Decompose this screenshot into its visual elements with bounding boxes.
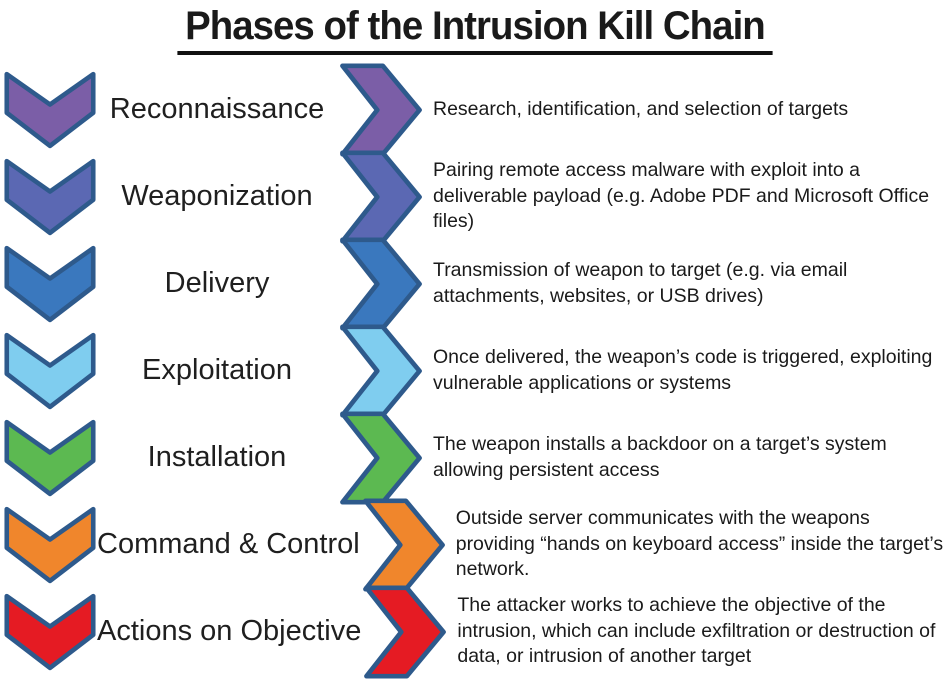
phase-row-installation: Installation The weapon installs a backd… [0, 410, 950, 505]
phase-row-delivery: Delivery Transmission of weapon to targe… [0, 236, 950, 331]
phase-description: The weapon installs a backdoor on a targ… [433, 432, 887, 481]
down-chevron-icon [0, 245, 97, 323]
phase-description: Transmission of weapon to target (e.g. v… [433, 258, 848, 307]
phase-row-actions-on-objective: Actions on Objective The attacker works … [0, 584, 950, 679]
right-chevron-icon [361, 584, 449, 679]
phase-name: Exploitation [142, 354, 292, 387]
down-chevron-icon [0, 158, 97, 236]
title-area: Phases of the Intrusion Kill Chain [0, 0, 950, 66]
phase-description: The attacker works to achieve the object… [457, 593, 936, 668]
down-chevron-icon [0, 332, 97, 410]
phase-description: Once delivered, the weapon’s code is tri… [433, 345, 933, 394]
phase-description: Research, identification, and selection … [433, 97, 849, 120]
phase-description: Pairing remote access malware with explo… [433, 158, 930, 233]
phase-description: Outside server communicates with the wea… [455, 506, 944, 581]
right-chevron-icon [337, 410, 425, 505]
phase-list: Reconnaissance Research, identification,… [0, 62, 950, 679]
page-title: Phases of the Intrusion Kill Chain [177, 4, 773, 55]
down-chevron-icon [0, 71, 97, 149]
phase-name: Installation [147, 441, 287, 474]
right-chevron-icon [360, 497, 448, 592]
right-chevron-icon [337, 62, 425, 157]
down-chevron-icon [0, 506, 97, 584]
phase-row-exploitation: Exploitation Once delivered, the weapon’… [0, 323, 950, 418]
phase-row-command-control: Command & Control Outside server communi… [0, 497, 950, 592]
phase-name: Reconnaissance [109, 93, 325, 126]
down-chevron-icon [0, 419, 97, 497]
phase-name: Delivery [164, 267, 270, 300]
phase-name: Weaponization [121, 180, 313, 213]
right-chevron-icon [337, 149, 425, 244]
down-chevron-icon [0, 593, 97, 671]
phase-name: Command & Control [97, 528, 360, 561]
phase-name: Actions on Objective [97, 615, 362, 648]
right-chevron-icon [337, 323, 425, 418]
phase-row-weaponization: Weaponization Pairing remote access malw… [0, 149, 950, 244]
phase-row-reconnaissance: Reconnaissance Research, identification,… [0, 62, 950, 157]
right-chevron-icon [337, 236, 425, 331]
